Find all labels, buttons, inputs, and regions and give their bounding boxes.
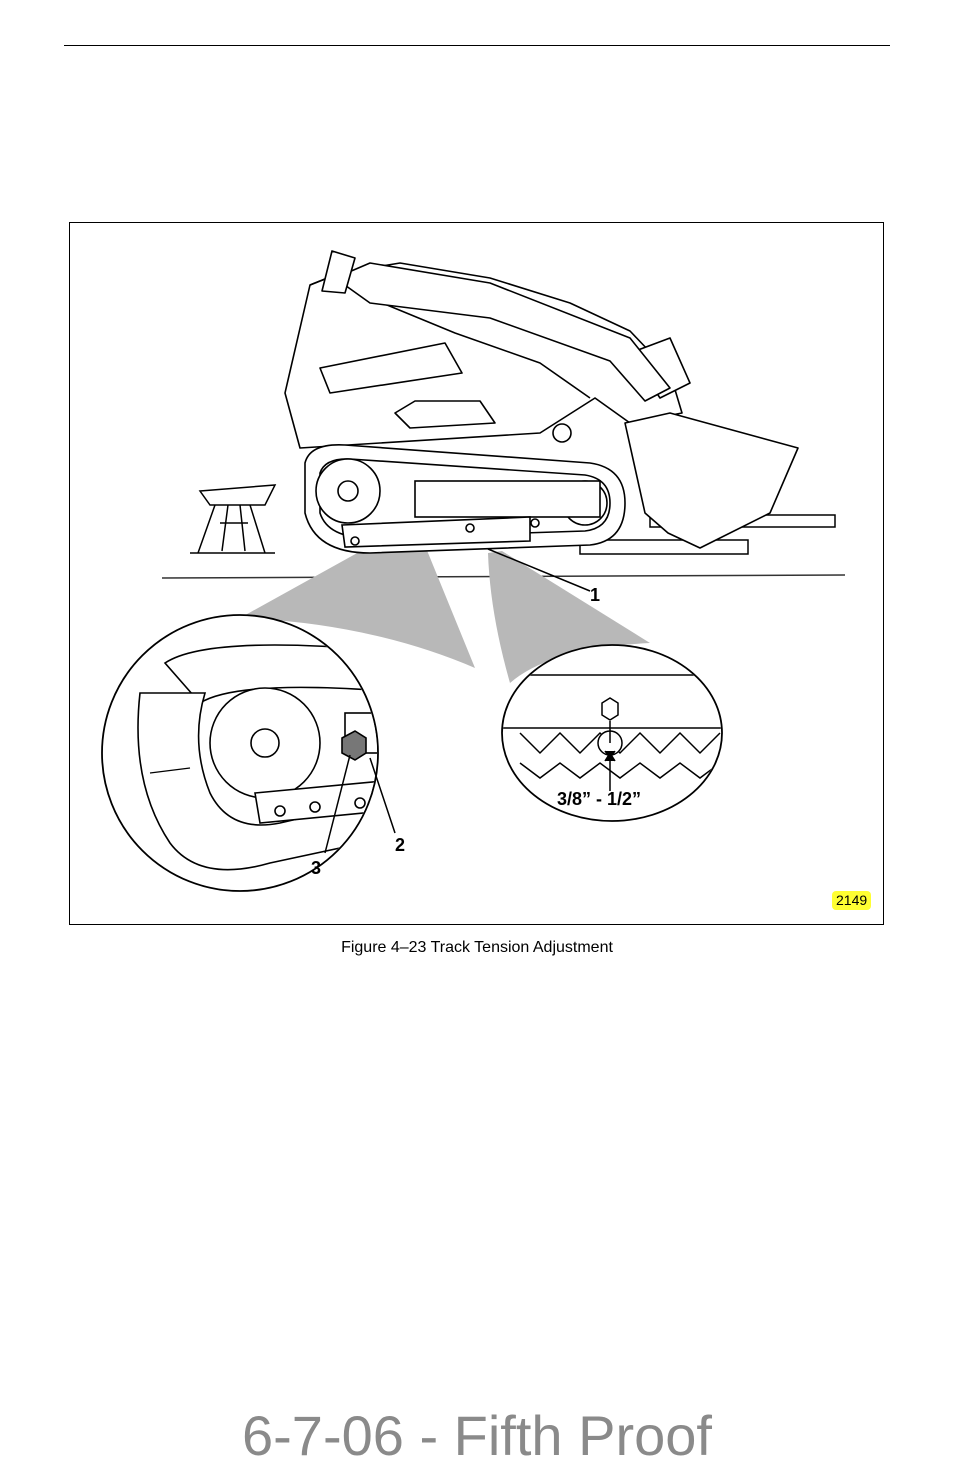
figure-caption: Figure 4–23 Track Tension Adjustment [341,939,613,956]
callout-2-label: 2 [395,835,405,855]
callout-1-leader [487,548,591,592]
measurement-label: 3/8” - 1/2” [557,789,641,809]
magnifier-right: 3/8” - 1/2” [501,644,723,822]
track-assembly [304,444,626,554]
machine-body [284,262,691,449]
jack-stand-illustration [190,484,277,554]
figure-frame: 1 2 3 [69,222,884,925]
track-frame-rail [414,480,601,518]
track-loader-illustration: 1 2 3 [101,250,846,892]
header-rule [64,45,890,46]
magnifier-left: 2 3 [101,614,405,892]
callout-3-leader [324,754,351,854]
callout-1-label: 1 [590,585,600,605]
adjuster-nut [341,730,367,761]
magnifier-wedge-left [240,521,475,668]
callout-2-leader [369,757,396,834]
figure-id-badge: 2149 [832,891,872,910]
bucket-illustration [624,412,799,549]
loader-arm [321,250,671,402]
proof-watermark: 6-7-06 - Fifth Proof [242,1404,712,1467]
grease-fitting [601,697,619,721]
callout-3-label: 3 [311,858,321,878]
magnifier-wedge-right [488,551,650,683]
